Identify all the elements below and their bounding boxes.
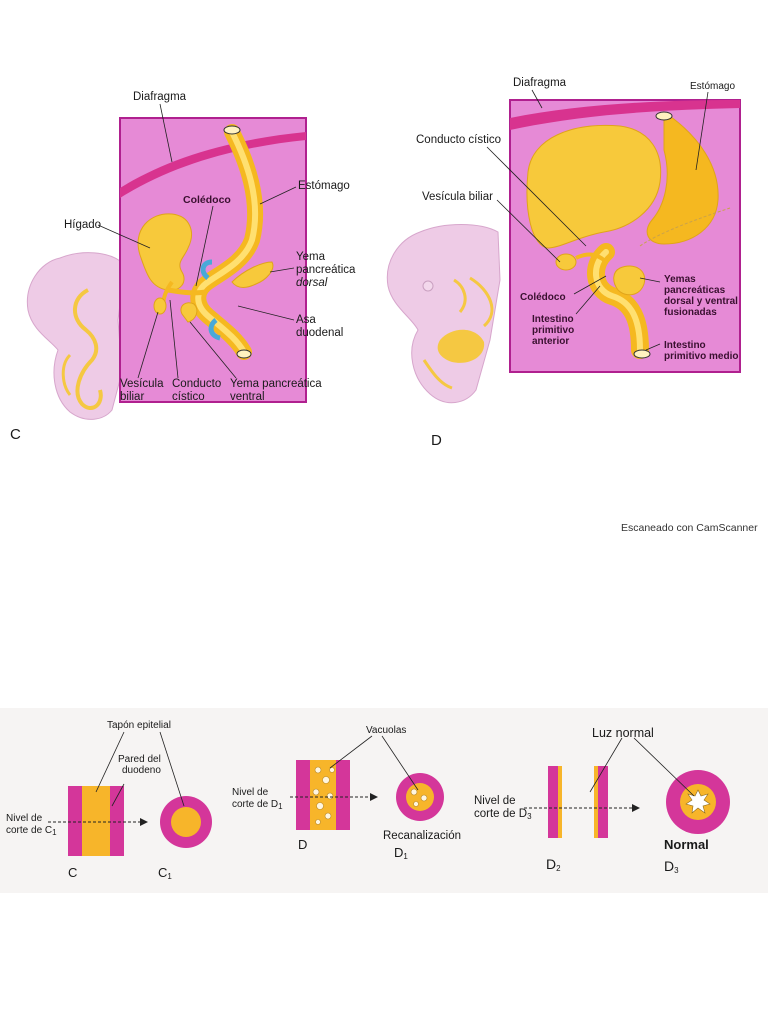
- camscanner-watermark: Escaneado con CamScanner: [621, 522, 758, 534]
- label-c-vesicula-2: biliar: [120, 391, 145, 403]
- label-c-asa-1: Asa: [296, 314, 316, 326]
- label-tapon-epitelial: Tapón epitelial: [107, 720, 171, 731]
- label-c-coledoco: Colédoco: [183, 194, 231, 206]
- label-c-asa-2: duodenal: [296, 327, 344, 339]
- d-wall-left: [296, 760, 310, 830]
- label-c-conducto-2: cístico: [172, 391, 205, 403]
- c1-core: [171, 807, 201, 837]
- label-d-intestino-2: primitivo: [532, 325, 575, 336]
- label-vacuolas: Vacuolas: [366, 725, 407, 736]
- vesicula-d-shape: [555, 253, 577, 271]
- rotation-arrow-upper: [200, 259, 213, 280]
- label-c-yema-dorsal-1: Yema: [296, 251, 325, 263]
- yemas-d-shape: [613, 265, 646, 296]
- coledoco-duct: [167, 287, 207, 296]
- vesicula-shape: [153, 297, 167, 315]
- label-nivel-c-1: Nivel de: [6, 813, 43, 824]
- c-plug: [82, 786, 110, 856]
- label-c-higado: Hígado: [64, 219, 102, 231]
- label-c-conducto-1: Conducto: [172, 378, 222, 390]
- d2-wall-right: [598, 766, 608, 838]
- letter-c1: C1: [158, 865, 172, 881]
- label-d-yemas-2: pancreáticas: [664, 285, 726, 296]
- figure-d-illustration: [386, 89, 741, 404]
- label-normal: Normal: [664, 837, 709, 852]
- label-c-vesicula-1: Vesícula: [120, 378, 164, 390]
- label-d-intestino-1: Intestino: [532, 314, 574, 325]
- label-c-yema-ventral-2: ventral: [230, 391, 265, 403]
- label-recanalizacion: Recanalización: [383, 830, 461, 842]
- label-d-conducto-cistico: Conducto cístico: [416, 134, 502, 146]
- label-d-medio-1: Intestino: [664, 340, 706, 351]
- embryo-c-gut: [73, 288, 103, 410]
- figure-c-illustration: [26, 103, 307, 420]
- label-c-yema-ventral-1: Yema pancreática: [230, 378, 322, 390]
- label-d-intestino-3: anterior: [532, 336, 570, 347]
- d3-lumen: [685, 789, 711, 814]
- label-c-estomago: Estómago: [298, 180, 350, 192]
- panel-letter-c: C: [10, 426, 21, 443]
- label-c-yema-dorsal-3: dorsal: [296, 277, 328, 289]
- label-d-diafragma: Diafragma: [513, 77, 567, 89]
- diafragma-band: [120, 132, 306, 198]
- label-d-coledoco: Colédoco: [520, 292, 566, 303]
- label-pared-1: Pared del: [118, 754, 161, 765]
- d2-wall-left: [548, 766, 558, 838]
- label-d-vesicula-biliar: Vesícula biliar: [422, 191, 493, 203]
- letter-d2: D2: [546, 856, 561, 873]
- label-nivel-c-2: corte de C1: [6, 825, 57, 837]
- yema-dorsal-shape: [231, 261, 274, 288]
- label-pared-2: duodeno: [122, 765, 161, 776]
- label-nivel-d3-2: corte de D3: [474, 808, 532, 821]
- panel-letter-d: D: [431, 432, 442, 449]
- label-d-yemas-3: dorsal y ventral: [664, 296, 738, 307]
- letter-c: C: [68, 865, 78, 880]
- label-nivel-d3-1: Nivel de: [474, 795, 516, 807]
- diafragma-band-d: [510, 100, 740, 130]
- label-d-yemas-1: Yemas: [664, 274, 696, 285]
- embryo-d-heart: [437, 329, 485, 363]
- d-wall-right: [336, 760, 350, 830]
- label-nivel-d-1: Nivel de: [232, 787, 269, 798]
- c-wall-left: [68, 786, 82, 856]
- higado-shape: [137, 213, 192, 291]
- label-d-estomago: Estómago: [690, 81, 736, 92]
- label-c-diafragma: Diafragma: [133, 91, 187, 103]
- label-d-yemas-4: fusionadas: [664, 307, 717, 318]
- yema-ventral-shape: [180, 302, 198, 323]
- label-c-yema-dorsal-2: pancreática: [296, 264, 356, 276]
- d1-core: [406, 783, 434, 811]
- letter-d1: D1: [394, 845, 408, 861]
- label-nivel-d-2: corte de D1: [232, 799, 283, 811]
- rotation-arrow-lower: [208, 318, 221, 341]
- label-luz-normal: Luz normal: [592, 726, 654, 740]
- letter-d: D: [298, 837, 308, 852]
- higado-d-shape: [526, 124, 662, 249]
- label-d-medio-2: primitivo medio: [664, 351, 739, 362]
- estomago-d-shape: [646, 111, 719, 245]
- letter-d3: D3: [664, 858, 679, 875]
